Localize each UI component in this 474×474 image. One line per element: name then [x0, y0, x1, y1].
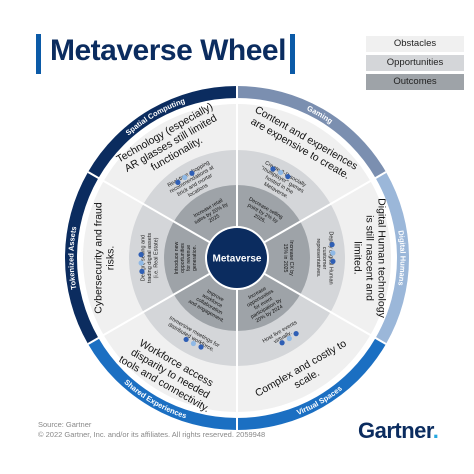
marker-dot	[183, 336, 189, 343]
marker-dot	[138, 252, 144, 258]
marker-dot	[198, 344, 204, 350]
marker-dot	[293, 331, 299, 337]
obstacle-4-text: Cybersecurity and fraudrisks.	[93, 202, 117, 314]
outcome-4-text: Introduce newopportunitiesfor revenuegen…	[174, 241, 198, 274]
outer-ring-segment	[237, 338, 386, 430]
marker-dot	[189, 170, 195, 176]
segment-divider	[87, 171, 212, 244]
opportunity-4-text: Design, selling andtrading digital asset…	[141, 233, 160, 283]
marker-dot	[175, 179, 181, 185]
opportunity-1: Deploy Digital Humancustomerrepresentati…	[315, 231, 334, 284]
outer-ring-segment	[65, 172, 99, 344]
obstacle-1: Digital Human technologyis still nascent…	[351, 198, 387, 318]
outcome-1-text: Increase CX by15% in 2025	[282, 240, 294, 276]
legend-opportunities: Opportunities	[366, 55, 464, 71]
marker-dot	[182, 174, 188, 181]
center-label: Metaverse	[213, 254, 262, 265]
outcome-4: Introduce newopportunitiesfor revenuegen…	[174, 241, 198, 274]
gartner-logo: Gartner.	[358, 418, 439, 443]
outer-ring-segment	[88, 338, 237, 430]
legend-obstacles: Obstacles	[366, 36, 464, 52]
segment-divider	[262, 272, 387, 345]
footer-copyright: © 2022 Gartner, Inc. and/or its affiliat…	[38, 430, 266, 439]
marker-dot	[138, 260, 144, 266]
center-circle	[207, 228, 267, 288]
footer: Source: Gartner © 2022 Gartner, Inc. and…	[38, 420, 265, 440]
marker-dot	[139, 268, 145, 274]
segment-divider	[262, 171, 387, 244]
footer-source: Source: Gartner	[38, 420, 92, 429]
marker-dot	[329, 242, 335, 248]
obstacle-1-text: Digital Human technologyis still nascent…	[351, 198, 387, 318]
marker-dot	[286, 335, 292, 342]
gartner-logo-text: Gartner	[358, 418, 433, 443]
obstacle-4: Cybersecurity and fraudrisks.	[93, 202, 117, 314]
segment-divider	[87, 272, 212, 345]
legend-outcomes: Outcomes	[366, 74, 464, 90]
outer-ring-segment	[88, 86, 237, 178]
segment-label-1: Digital Humans	[396, 230, 407, 287]
marker-dot	[285, 173, 291, 180]
outer-ring-segment	[375, 172, 409, 344]
opportunity-1-text: Deploy Digital Humancustomerrepresentati…	[315, 231, 334, 284]
marker-dot	[190, 340, 197, 347]
segment-label-4: Tokenized Assets	[66, 226, 78, 291]
legend: Obstacles Opportunities Outcomes	[366, 36, 464, 93]
title-accent-bar-right	[290, 34, 295, 74]
page-title: Metaverse Wheel	[50, 34, 286, 67]
opportunity-4: Design, selling andtrading digital asset…	[141, 233, 160, 283]
outer-ring-segment	[237, 86, 386, 178]
title-accent-bar	[36, 34, 41, 74]
marker-dot	[270, 166, 276, 172]
marker-dot	[330, 250, 336, 256]
outcome-1: Increase CX by15% in 2025	[282, 240, 294, 276]
marker-dot	[330, 258, 336, 264]
marker-dot	[279, 340, 285, 346]
marker-dot	[277, 169, 284, 176]
